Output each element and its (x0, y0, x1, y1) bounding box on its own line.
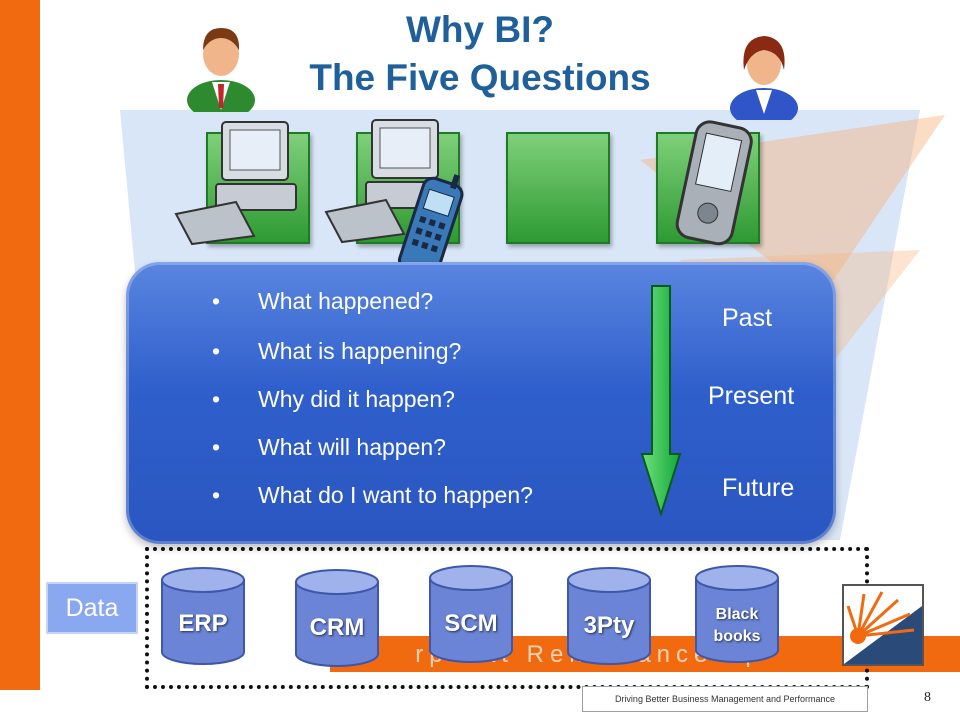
title-line-1: Why BI? (406, 9, 554, 50)
title-line-2: The Five Questions (309, 57, 651, 98)
page-number: 8 (924, 690, 931, 705)
question-text: What is happening? (258, 338, 462, 364)
question-item: • What is happening? (212, 338, 461, 365)
desktop-computer-icon (324, 119, 447, 244)
database-icon (161, 567, 245, 665)
database-icon (695, 565, 779, 663)
timeline-future: Future (722, 474, 795, 502)
database-label: 3Pty (583, 612, 635, 639)
question-text: What will happen? (258, 434, 446, 460)
database-erp: ERP (160, 566, 246, 666)
database-label-line-2: books (713, 628, 761, 645)
database-crm: CRM (294, 568, 380, 668)
database-label: Black books (694, 604, 780, 648)
database-label-line-1: Black (715, 606, 759, 623)
questions-panel (126, 262, 836, 544)
bullet: • (212, 386, 221, 412)
database-icon (295, 569, 379, 667)
database-label: CRM (309, 614, 365, 641)
data-label: Data (46, 582, 138, 634)
question-item: • Why did it happen? (212, 386, 455, 413)
company-logo (842, 584, 924, 666)
businesswoman-icon (730, 36, 798, 120)
desktop-computer-icon (174, 121, 297, 246)
bullet: • (212, 482, 221, 508)
tagline: Driving Better Business Management and P… (582, 686, 868, 712)
bullet: • (212, 288, 221, 314)
question-text: Why did it happen? (258, 386, 455, 412)
sunburst-logo-icon (844, 591, 922, 664)
bullet: • (212, 434, 221, 460)
pda-icon (675, 120, 753, 246)
database-icon (567, 567, 651, 665)
timeline-past: Past (722, 304, 773, 332)
database-3pty: 3Pty (566, 566, 652, 666)
bullet: • (212, 338, 221, 364)
question-text: What happened? (258, 288, 434, 314)
left-orange-bar (0, 0, 40, 690)
question-item: • What happened? (212, 288, 433, 315)
question-text: What do I want to happen? (258, 482, 533, 508)
database-black-books: Black books (694, 564, 780, 664)
device-tile-3 (506, 132, 610, 244)
down-arrow-icon (640, 285, 682, 516)
timeline-present: Present (708, 382, 795, 410)
slide-title: Why BI? The Five Questions (230, 6, 730, 102)
database-label: ERP (178, 610, 228, 637)
question-item: • What do I want to happen? (212, 482, 533, 509)
businessman-icon (187, 28, 255, 112)
database-label: SCM (444, 610, 498, 637)
database-scm: SCM (428, 564, 514, 664)
database-icon (429, 565, 513, 663)
question-item: • What will happen? (212, 434, 446, 461)
